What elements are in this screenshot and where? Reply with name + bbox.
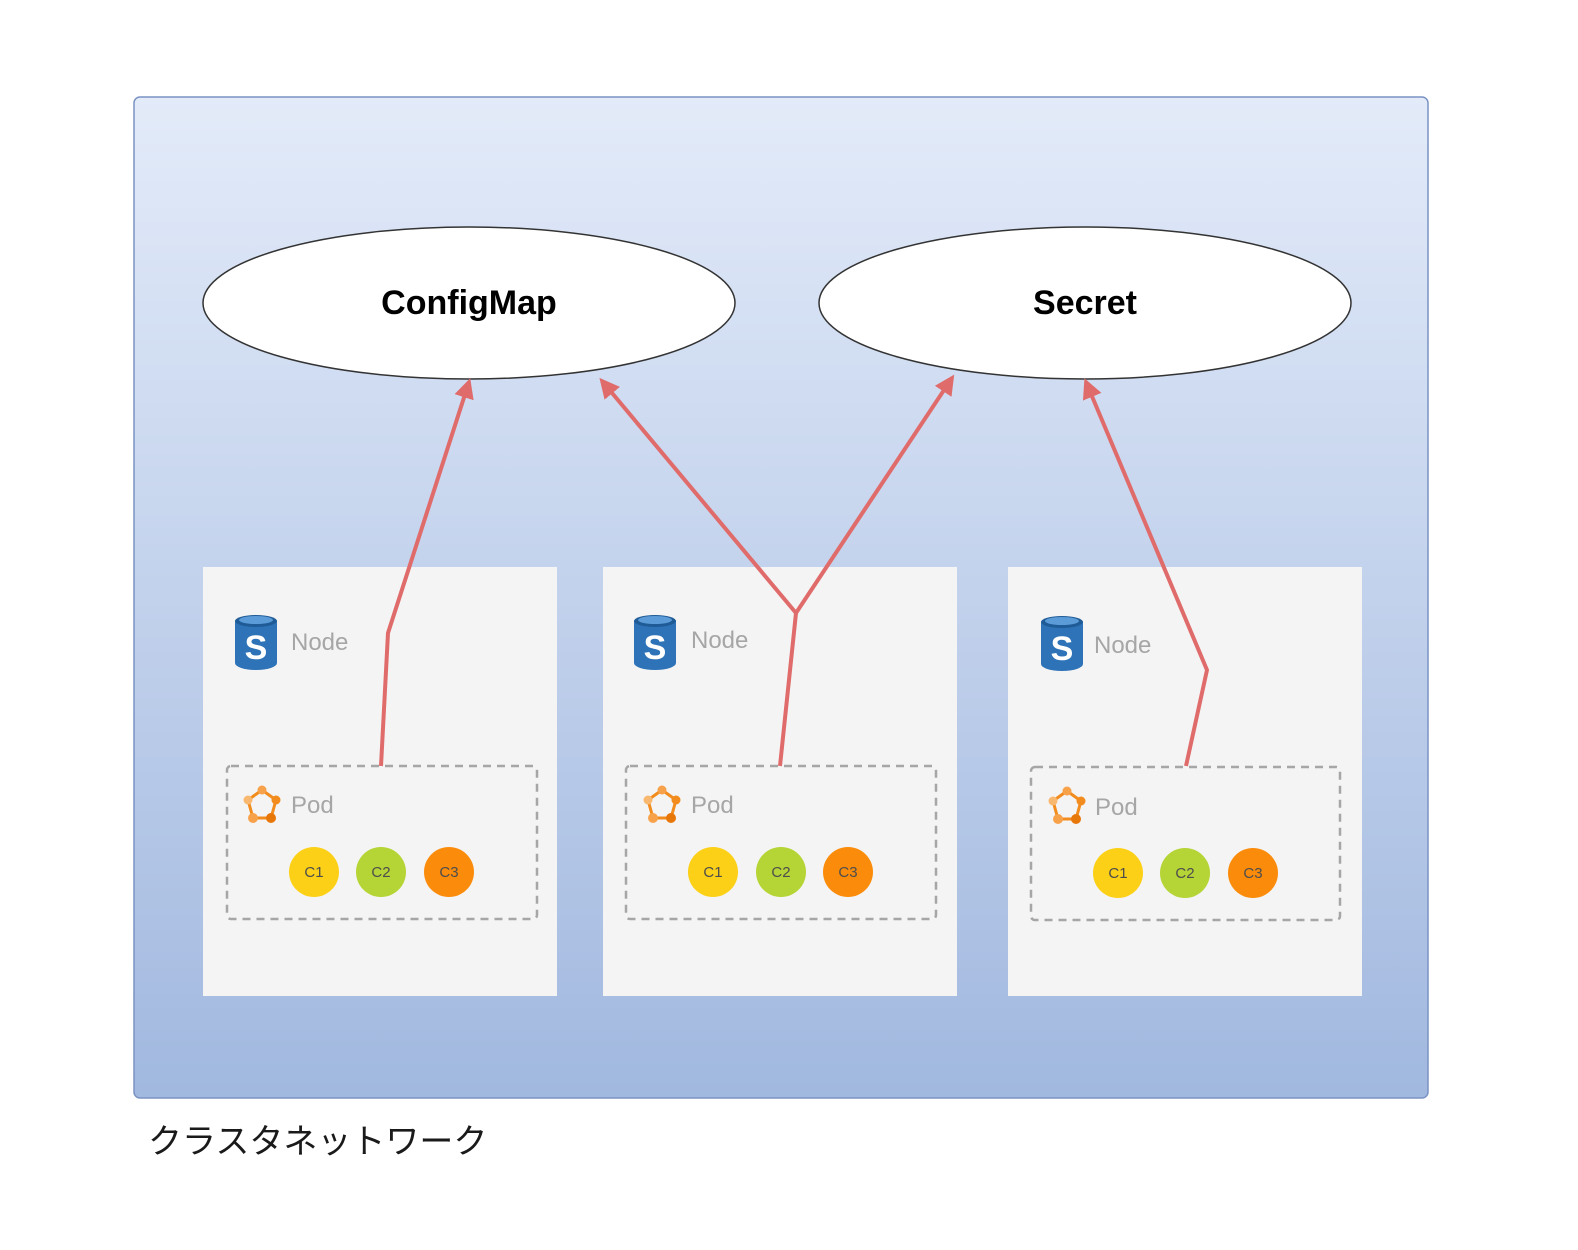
node-label: Node <box>1094 632 1151 659</box>
storage-s-cylinder-icon <box>634 615 676 670</box>
node-1: Node Pod C1 C2 C3 <box>203 567 557 996</box>
svg-text:C2: C2 <box>371 864 390 881</box>
node-2: Node Pod C1 C2 C3 <box>603 567 957 996</box>
svg-text:C2: C2 <box>771 864 790 881</box>
svg-text:C3: C3 <box>439 864 458 881</box>
storage-s-cylinder-icon <box>1041 616 1083 671</box>
node-label: Node <box>291 629 348 656</box>
container-c2: C2 <box>756 847 806 897</box>
configmap-resource: ConfigMap <box>202 226 736 380</box>
node-label: Node <box>691 627 748 654</box>
arrow-node3-to-secret <box>1082 378 1209 767</box>
pod-label: Pod <box>691 792 734 819</box>
container-c2: C2 <box>1160 848 1210 898</box>
svg-text:C3: C3 <box>838 864 857 881</box>
connections <box>379 374 1209 767</box>
storage-s-cylinder-icon <box>235 615 277 670</box>
pod-label: Pod <box>1095 794 1138 821</box>
cluster-network-caption: クラスタネットワーク <box>148 1122 487 1162</box>
svg-text:C1: C1 <box>703 864 722 881</box>
container-c1: C1 <box>1093 848 1143 898</box>
arrow-node2-to-secret <box>794 374 955 615</box>
pod-3: Pod C1 C2 C3 <box>1029 765 1342 922</box>
arrow-node1-to-configmap <box>379 378 474 767</box>
secret-resource: Secret <box>818 226 1352 380</box>
node-3: Node Pod C1 C2 C3 <box>1008 567 1362 996</box>
container-c3: C3 <box>1228 848 1278 898</box>
pod-2: Pod C1 C2 C3 <box>624 764 938 921</box>
pod-1: Pod C1 C2 C3 <box>225 764 539 921</box>
container-c1: C1 <box>289 847 339 897</box>
svg-text:C3: C3 <box>1243 865 1262 882</box>
svg-text:C1: C1 <box>1108 865 1127 882</box>
svg-text:C2: C2 <box>1175 865 1194 882</box>
secret-label: Secret <box>1033 284 1137 322</box>
svg-text:C1: C1 <box>304 864 323 881</box>
pod-label: Pod <box>291 792 334 819</box>
container-c2: C2 <box>356 847 406 897</box>
container-c3: C3 <box>823 847 873 897</box>
container-c3: C3 <box>424 847 474 897</box>
container-c1: C1 <box>688 847 738 897</box>
configmap-label: ConfigMap <box>381 284 557 322</box>
